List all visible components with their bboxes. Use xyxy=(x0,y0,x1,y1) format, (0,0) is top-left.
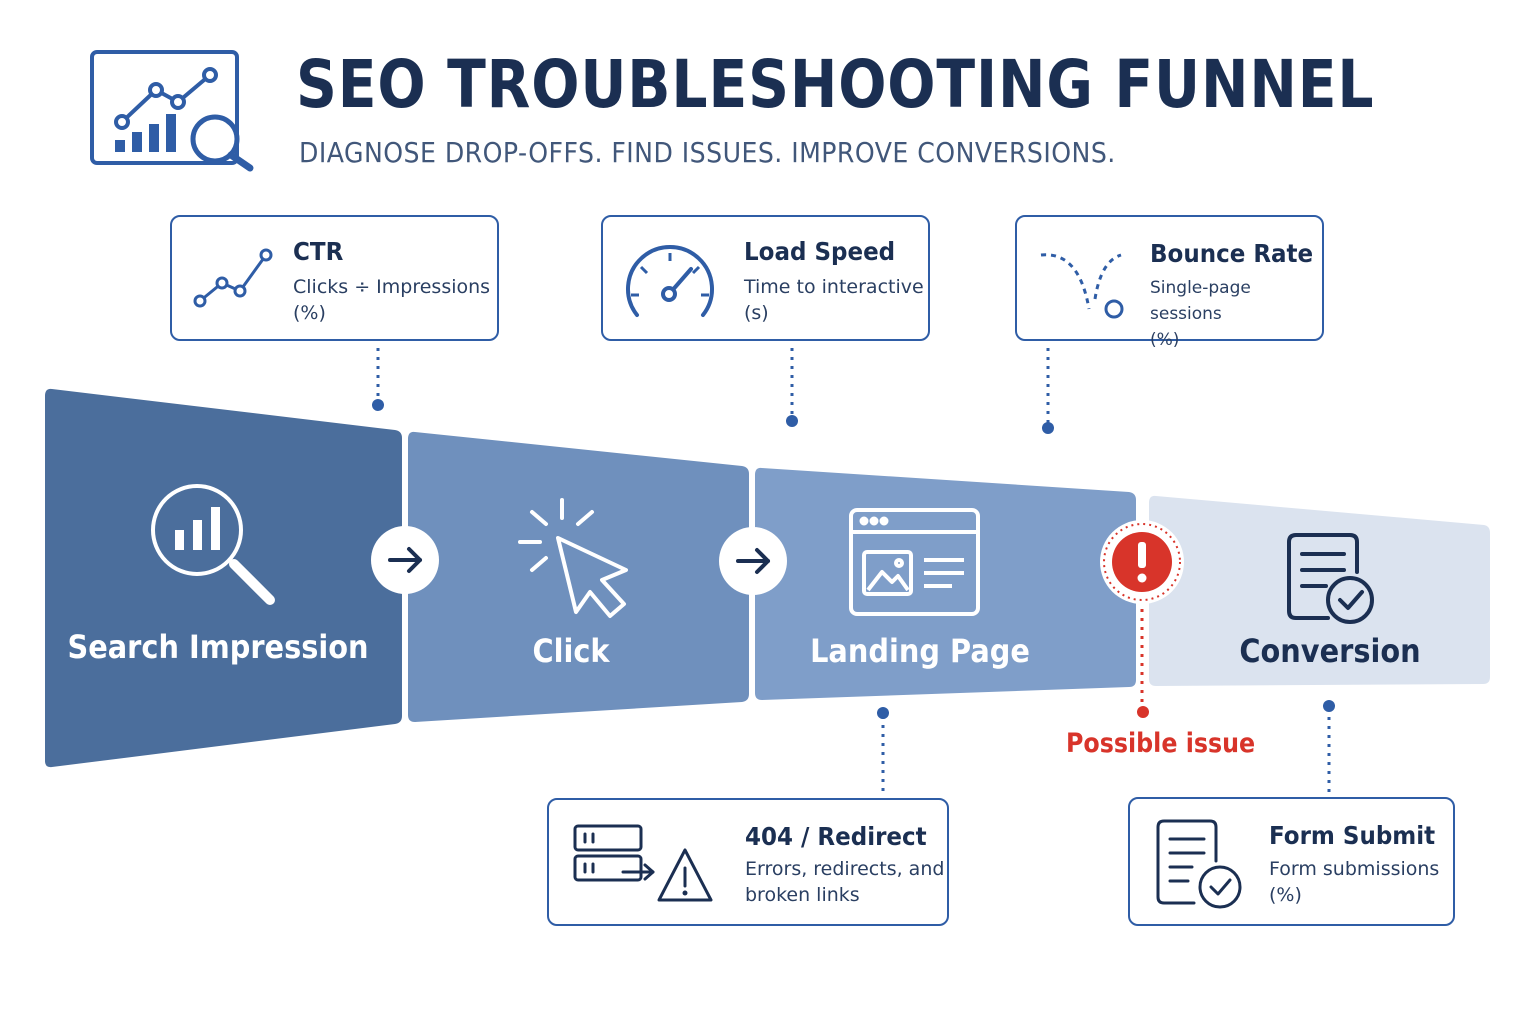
trend-line-icon xyxy=(193,248,273,308)
connector-dot xyxy=(1042,422,1054,434)
stage-segment-search-impression xyxy=(45,388,402,768)
stage-label-search-impression: Search Impression xyxy=(67,628,369,666)
page-subtitle: DIAGNOSE DROP-OFFS. FIND ISSUES. IMPROVE… xyxy=(299,136,1116,169)
connector-dot xyxy=(1323,700,1335,712)
form-check-icon xyxy=(1156,819,1242,909)
metric-description: Single-page sessions(%) xyxy=(1150,278,1251,350)
metric-description: Form submissions(%) xyxy=(1269,858,1440,906)
speedometer-icon xyxy=(626,245,714,317)
connector-dot xyxy=(877,707,889,719)
issue-connector-dot xyxy=(1137,706,1149,718)
metric-title: Bounce Rate xyxy=(1150,239,1314,268)
server-warning-icon xyxy=(573,824,713,902)
metric-card-form-submit: Form Submit Form submissions(%) xyxy=(1128,797,1455,926)
stage-segment-conversion xyxy=(1149,495,1490,686)
metric-title: 404 / Redirect xyxy=(745,822,927,851)
browser-window-icon xyxy=(849,508,980,616)
logo-icon xyxy=(90,50,254,172)
arrow-right-icon xyxy=(736,548,770,574)
metric-description: Time to interactive(s) xyxy=(744,276,924,324)
document-check-icon xyxy=(1287,533,1374,624)
bounce-icon xyxy=(1040,253,1124,319)
metric-card-bounce-rate: Bounce Rate Single-page sessions(%) xyxy=(1015,215,1324,350)
stage-segment-click xyxy=(408,431,749,722)
metric-title: Form Submit xyxy=(1269,821,1436,850)
stage-label-conversion: Conversion xyxy=(1239,632,1421,670)
connector-dot xyxy=(786,415,798,427)
cursor-click-icon xyxy=(518,498,628,618)
stage-label-click: Click xyxy=(532,632,610,670)
metric-card-ctr: CTR Clicks ÷ Impressions(%) xyxy=(170,215,499,341)
page-title: SEO TROUBLESHOOTING FUNNEL xyxy=(296,46,1375,123)
metric-title: Load Speed xyxy=(744,237,896,266)
arrow-right-icon xyxy=(388,547,422,573)
connector-dot xyxy=(372,399,384,411)
metric-description: Clicks ÷ Impressions(%) xyxy=(293,276,491,324)
possible-issue-label: Possible issue xyxy=(1066,728,1256,759)
search-chart-icon xyxy=(151,484,275,605)
metric-card-load-speed: Load Speed Time to interactive(s) xyxy=(601,215,930,341)
stage-label-landing-page: Landing Page xyxy=(810,632,1030,670)
metric-title: CTR xyxy=(293,237,344,266)
